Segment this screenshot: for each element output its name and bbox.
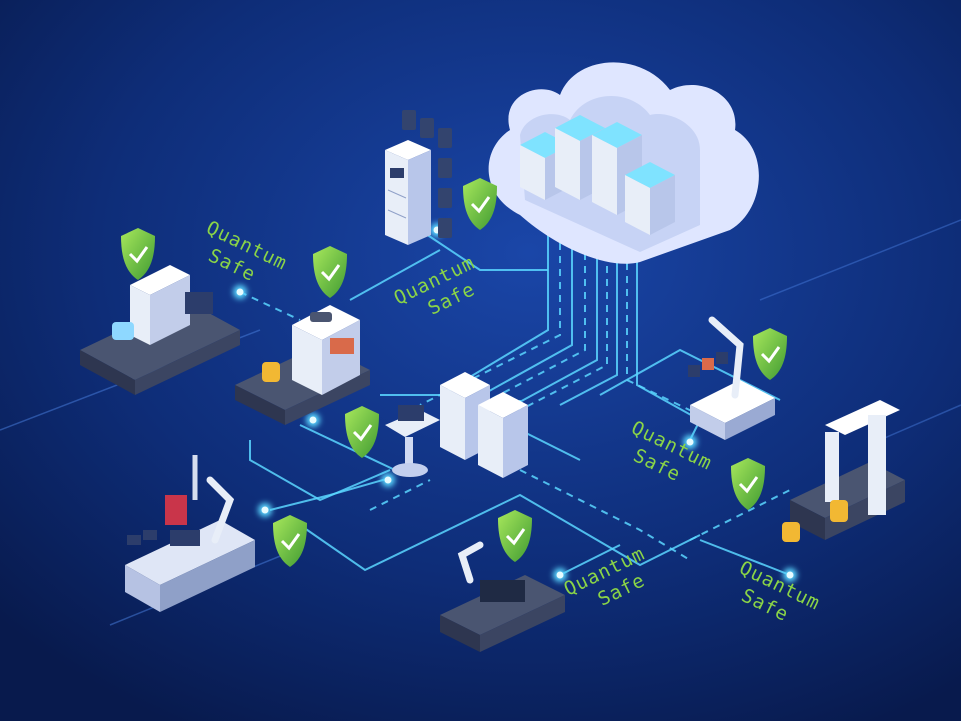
- connection-dots: [233, 223, 797, 582]
- cloud-server-racks: [520, 115, 675, 235]
- shield-check-icon: [273, 515, 307, 567]
- shield-check-icon: [463, 178, 497, 230]
- gantry-press-icon: [782, 400, 905, 542]
- shield-check-icon: [121, 228, 155, 280]
- light-streak: [759, 219, 961, 301]
- packaging-machine-icon: [235, 305, 370, 425]
- shield-check-icon: [753, 328, 787, 380]
- conveyor-belt-icon: [80, 265, 240, 395]
- shield-check-icon: [345, 406, 379, 458]
- app-icon-panel: [402, 110, 452, 238]
- light-streak: [879, 404, 961, 441]
- circuit-assembly-icon: [440, 541, 565, 652]
- robot-arm-icon: [125, 455, 255, 612]
- robotic-vehicle-icon: [688, 316, 775, 440]
- shield-check-icon: [313, 246, 347, 298]
- shield-check-icon: [498, 510, 532, 562]
- server-rack-icon: [385, 140, 431, 245]
- network-links: [249, 229, 791, 576]
- shield-check-icon: [731, 458, 765, 510]
- central-server-cluster: [440, 372, 528, 478]
- tablet-kiosk-icon: [385, 405, 440, 477]
